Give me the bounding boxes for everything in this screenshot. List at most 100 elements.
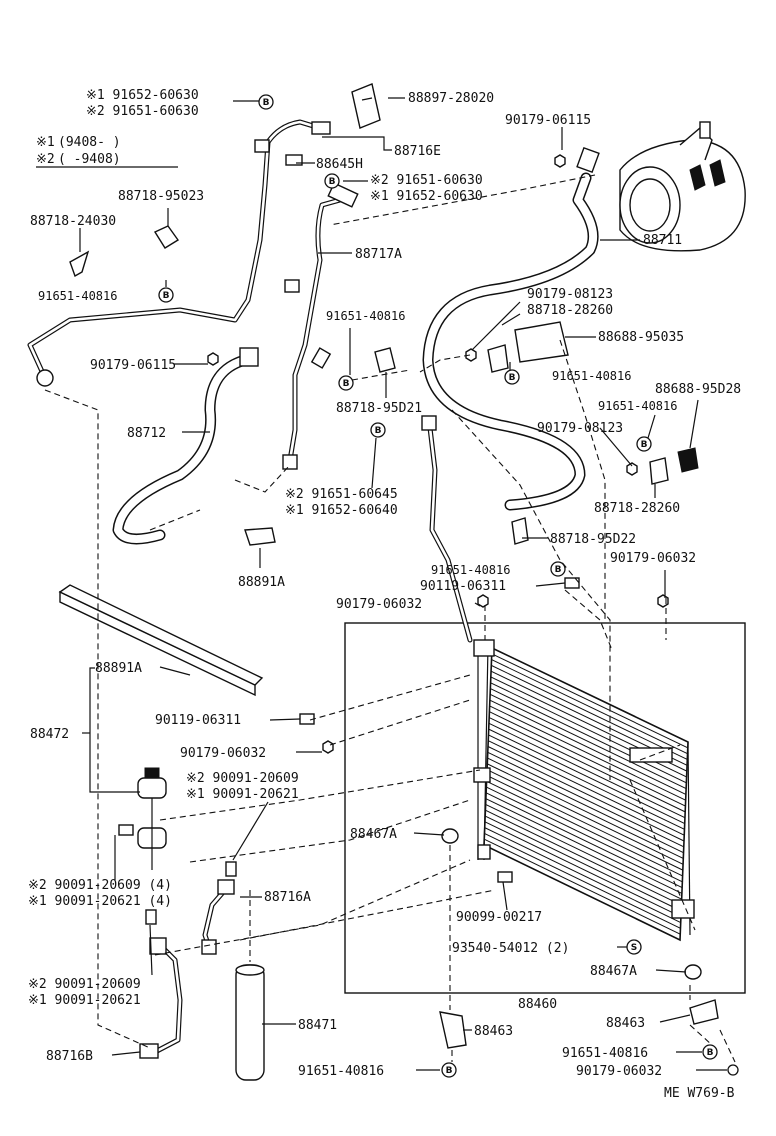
- label-l03[interactable]: 88897-28020: [408, 91, 494, 106]
- seal-strip-88891A[interactable]: [58, 584, 264, 697]
- clamp-88718-28260-a[interactable]: [487, 344, 509, 373]
- label-l32[interactable]: 90119-06311: [420, 579, 506, 594]
- label-l10[interactable]: 88718-24030: [30, 214, 116, 229]
- condenser-fin: [487, 757, 684, 854]
- label-l09[interactable]: 88718-95023: [118, 189, 204, 204]
- label-l44[interactable]: 90099-00217: [456, 910, 542, 925]
- tube-88716E[interactable]: [27, 119, 331, 387]
- label-l27[interactable]: 88718-28260: [594, 501, 680, 516]
- bracket-88463-right[interactable]: [689, 999, 719, 1025]
- bracket-88688-95035[interactable]: [514, 321, 569, 363]
- badge-b: B: [504, 369, 520, 385]
- label-l26[interactable]: ※1 91652-60640: [285, 503, 398, 518]
- svg-text:B: B: [329, 177, 336, 187]
- label-l45[interactable]: 93540-54012 (2): [452, 941, 569, 956]
- condenser-fin: [491, 664, 688, 760]
- label-l13[interactable]: 91651-40816: [38, 289, 117, 303]
- svg-text:B: B: [163, 291, 170, 301]
- label-l28[interactable]: 88718-95D22: [550, 532, 636, 547]
- label-l39[interactable]: ※1 90091-20621: [186, 787, 299, 802]
- label-l31[interactable]: 91651-40816: [431, 563, 510, 577]
- label-l21[interactable]: 91651-40816: [598, 399, 677, 413]
- label-l43[interactable]: 88716A: [264, 890, 311, 905]
- legend-row1-mark: ※1: [36, 135, 55, 150]
- label-l48[interactable]: ※1 90091-20621: [28, 993, 141, 1008]
- label-l51[interactable]: 88463: [474, 1024, 513, 1039]
- condenser-fin: [488, 734, 685, 830]
- label-l18[interactable]: 90179-06115: [90, 358, 176, 373]
- hose-88712[interactable]: [112, 347, 259, 545]
- clamp-88718-24030[interactable]: [69, 250, 90, 278]
- hose-88711[interactable]: [422, 146, 600, 511]
- label-l11[interactable]: 88717A: [355, 247, 402, 262]
- label-l02[interactable]: ※2 91651-60630: [86, 104, 199, 119]
- label-l41[interactable]: ※2 90091-20609 (4): [28, 878, 172, 893]
- label-l04[interactable]: 88716E: [394, 144, 441, 159]
- label-l36[interactable]: 90119-06311: [155, 713, 241, 728]
- bracket-88688-95D28[interactable]: [677, 447, 699, 473]
- bracket-88463-left[interactable]: [439, 1011, 467, 1049]
- label-l50[interactable]: 88471: [298, 1018, 337, 1033]
- tube-liquid-line[interactable]: [421, 415, 473, 643]
- label-l08[interactable]: 90179-06115: [505, 113, 591, 128]
- legend-row2-mark: ※2: [36, 152, 55, 167]
- badge-b: B: [370, 422, 386, 438]
- label-l14[interactable]: 90179-08123: [527, 287, 613, 302]
- label-l33[interactable]: 90179-06032: [336, 597, 422, 612]
- condenser-fin: [491, 653, 688, 749]
- receiver-dryer-88471[interactable]: [235, 964, 265, 1081]
- pad-88891A[interactable]: [244, 527, 276, 546]
- label-l34[interactable]: 88891A: [95, 661, 142, 676]
- clamp-88718-95D22[interactable]: [511, 517, 529, 545]
- bracket-88472[interactable]: [137, 767, 167, 870]
- label-l53[interactable]: 88716B: [46, 1049, 93, 1064]
- label-l12[interactable]: 88711: [643, 233, 682, 248]
- clamp-88718-95D21[interactable]: [374, 347, 396, 373]
- svg-text:B: B: [375, 426, 382, 436]
- label-l15[interactable]: 88718-28260: [527, 303, 613, 318]
- clip-88897-28020[interactable]: [351, 83, 381, 129]
- label-l42[interactable]: ※1 90091-20621 (4): [28, 894, 172, 909]
- tube-88716B[interactable]: [139, 937, 183, 1059]
- condenser-fin: [490, 688, 687, 784]
- condenser-core[interactable]: [473, 639, 695, 942]
- label-l05[interactable]: 88645H: [316, 157, 363, 172]
- label-l35[interactable]: 88472: [30, 727, 69, 742]
- label-l19[interactable]: 91651-40816: [552, 369, 631, 383]
- label-l30[interactable]: 90179-06032: [610, 551, 696, 566]
- label-l52[interactable]: 88463: [606, 1016, 645, 1031]
- label-l49[interactable]: 88460: [518, 997, 557, 1012]
- tube-88716A[interactable]: [201, 879, 235, 955]
- condenser-fin: [485, 798, 683, 894]
- label-l20[interactable]: 88688-95D28: [655, 382, 741, 397]
- label-l22[interactable]: 88712: [127, 426, 166, 441]
- condenser-fin: [484, 827, 681, 923]
- label-l54[interactable]: 91651-40816: [562, 1046, 648, 1061]
- fasteners: [118, 154, 669, 925]
- condenser-fin: [487, 746, 685, 842]
- legend-row1-range: (9408- ): [58, 135, 121, 150]
- label-l23[interactable]: 88718-95D21: [336, 401, 422, 416]
- label-l55[interactable]: 91651-40816: [298, 1064, 384, 1079]
- label-l25[interactable]: ※2 91651-60645: [285, 487, 398, 502]
- label-l17[interactable]: 88688-95035: [598, 330, 684, 345]
- label-l24[interactable]: 90179-08123: [537, 421, 623, 436]
- label-l07[interactable]: ※1 91652-60630: [370, 189, 483, 204]
- condenser-fin: [487, 763, 684, 859]
- label-l16[interactable]: 91651-40816: [326, 309, 405, 323]
- label-l37[interactable]: 90179-06032: [180, 746, 266, 761]
- condenser-fin: [486, 769, 684, 865]
- label-l38[interactable]: ※2 90091-20609: [186, 771, 299, 786]
- label-l47[interactable]: ※2 90091-20609: [28, 977, 141, 992]
- condenser-fin: [487, 751, 684, 848]
- clamp-88718-28260-b[interactable]: [649, 457, 669, 485]
- label-l56[interactable]: 90179-06032: [576, 1064, 662, 1079]
- label-l29[interactable]: 88891A: [238, 575, 285, 590]
- clamp-88718-95023[interactable]: [153, 225, 180, 249]
- label-l01[interactable]: ※1 91652-60630: [86, 88, 199, 103]
- tube-88717A[interactable]: [282, 182, 359, 470]
- condenser-fin: [485, 809, 682, 906]
- label-l46[interactable]: 88467A: [590, 964, 637, 979]
- label-l06[interactable]: ※2 91651-60630: [370, 173, 483, 188]
- label-l40[interactable]: 88467A: [350, 827, 397, 842]
